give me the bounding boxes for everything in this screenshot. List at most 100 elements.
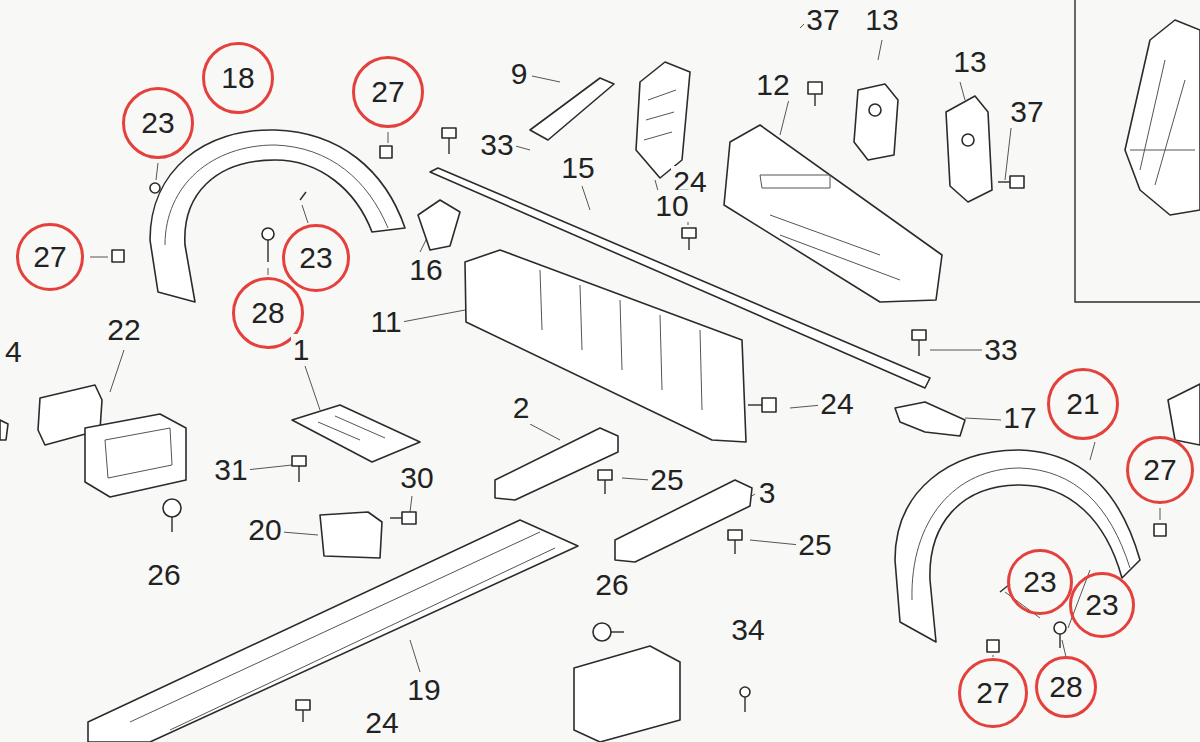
frame-box — [1125, 20, 1200, 215]
bolt — [171, 517, 172, 532]
bracket-part — [292, 62, 965, 558]
callout-number: 26 — [593, 569, 630, 601]
callout-number: 3 — [757, 477, 778, 509]
callout-circle: 18 — [202, 42, 274, 114]
callout-circle: 23 — [122, 87, 194, 159]
mount-block — [0, 420, 8, 440]
bolt — [604, 480, 605, 494]
bolt — [744, 697, 745, 712]
callout-number: 28 — [1049, 672, 1082, 702]
bolt — [682, 228, 696, 238]
bracket-part — [644, 90, 676, 140]
callout-number: 33 — [982, 334, 1019, 366]
panel — [465, 250, 746, 442]
callout-number: 34 — [729, 614, 766, 646]
callout-number: 37 — [1008, 96, 1045, 128]
bolt — [298, 466, 299, 482]
bracket-part — [292, 405, 420, 462]
callout-number: 27 — [371, 77, 404, 107]
callout-number: 28 — [251, 298, 284, 328]
panel — [540, 270, 702, 410]
callout-number: 22 — [105, 314, 142, 346]
fender-liner — [150, 130, 1140, 642]
frame-box — [1075, 0, 1200, 302]
callout-number: 4 — [3, 336, 24, 368]
bolt — [912, 330, 926, 340]
frame-box — [1130, 60, 1195, 185]
callout-leader — [110, 20, 1012, 672]
callout-number: 13 — [951, 46, 988, 78]
mount-block — [1168, 384, 1200, 445]
callout-circle: 27 — [16, 223, 84, 291]
callout-number: 15 — [559, 152, 596, 184]
bracket-part — [530, 78, 614, 140]
callout-number: 26 — [145, 559, 182, 591]
bracket-part — [320, 512, 382, 558]
bolt — [814, 94, 815, 106]
bolt — [998, 181, 1010, 182]
callout-number: 12 — [754, 69, 791, 101]
bolt — [402, 512, 416, 524]
callout-number: 25 — [796, 529, 833, 561]
bolt — [302, 710, 303, 722]
bolt — [598, 470, 612, 480]
panel — [760, 175, 900, 280]
callout-number: 24 — [363, 707, 400, 739]
clip — [267, 240, 268, 262]
panel — [724, 125, 942, 302]
bolt — [740, 687, 750, 697]
mount-block — [105, 428, 172, 478]
clip — [380, 146, 392, 158]
callout-circle: 23 — [282, 224, 350, 292]
callout-number: 16 — [407, 254, 444, 286]
clip — [1059, 634, 1060, 648]
bolt — [728, 530, 742, 540]
bolt — [688, 238, 689, 250]
mount-block — [574, 646, 680, 742]
bolt — [296, 700, 310, 710]
callout-leader — [90, 132, 1160, 657]
callout-number: 33 — [478, 129, 515, 161]
clip — [112, 250, 124, 262]
bracket-part — [636, 62, 690, 178]
bolt — [593, 623, 611, 641]
callout-number: 10 — [653, 190, 690, 222]
callout-circle: 27 — [352, 56, 424, 128]
callout-number: 37 — [804, 4, 841, 36]
bolt — [1010, 176, 1024, 188]
bracket-part — [418, 200, 460, 250]
fender-liner — [912, 468, 1130, 600]
callout-number: 25 — [648, 464, 685, 496]
callout-number: 2 — [511, 392, 532, 424]
bolt — [163, 82, 1024, 722]
callout-number: 23 — [1085, 590, 1118, 620]
callout-number: 27 — [1143, 455, 1176, 485]
callout-number: 19 — [405, 674, 442, 706]
bolt — [748, 404, 762, 405]
panel — [962, 134, 974, 146]
callout-leader — [90, 20, 1160, 672]
crossmember — [88, 520, 578, 742]
callout-number: 18 — [221, 63, 254, 93]
callout-number: 9 — [509, 58, 530, 90]
callout-number: 21 — [1066, 389, 1099, 419]
callout-number: 27 — [33, 242, 66, 272]
panel — [869, 104, 881, 116]
callout-circle: 23 — [1069, 572, 1135, 638]
crossmember — [88, 428, 752, 742]
callout-number: 27 — [976, 678, 1009, 708]
bracket-part — [895, 402, 965, 436]
clip — [150, 183, 160, 193]
bolt — [448, 138, 449, 154]
bolt — [611, 631, 624, 632]
clip — [262, 228, 274, 240]
callout-number: 31 — [212, 454, 249, 486]
fender-liner — [895, 450, 1140, 642]
callout-number: 30 — [398, 462, 435, 494]
callout-circle: 21 — [1047, 368, 1119, 440]
crossmember — [130, 532, 555, 730]
bolt — [918, 340, 919, 356]
callout-number: 23 — [299, 243, 332, 273]
panel — [854, 84, 898, 160]
